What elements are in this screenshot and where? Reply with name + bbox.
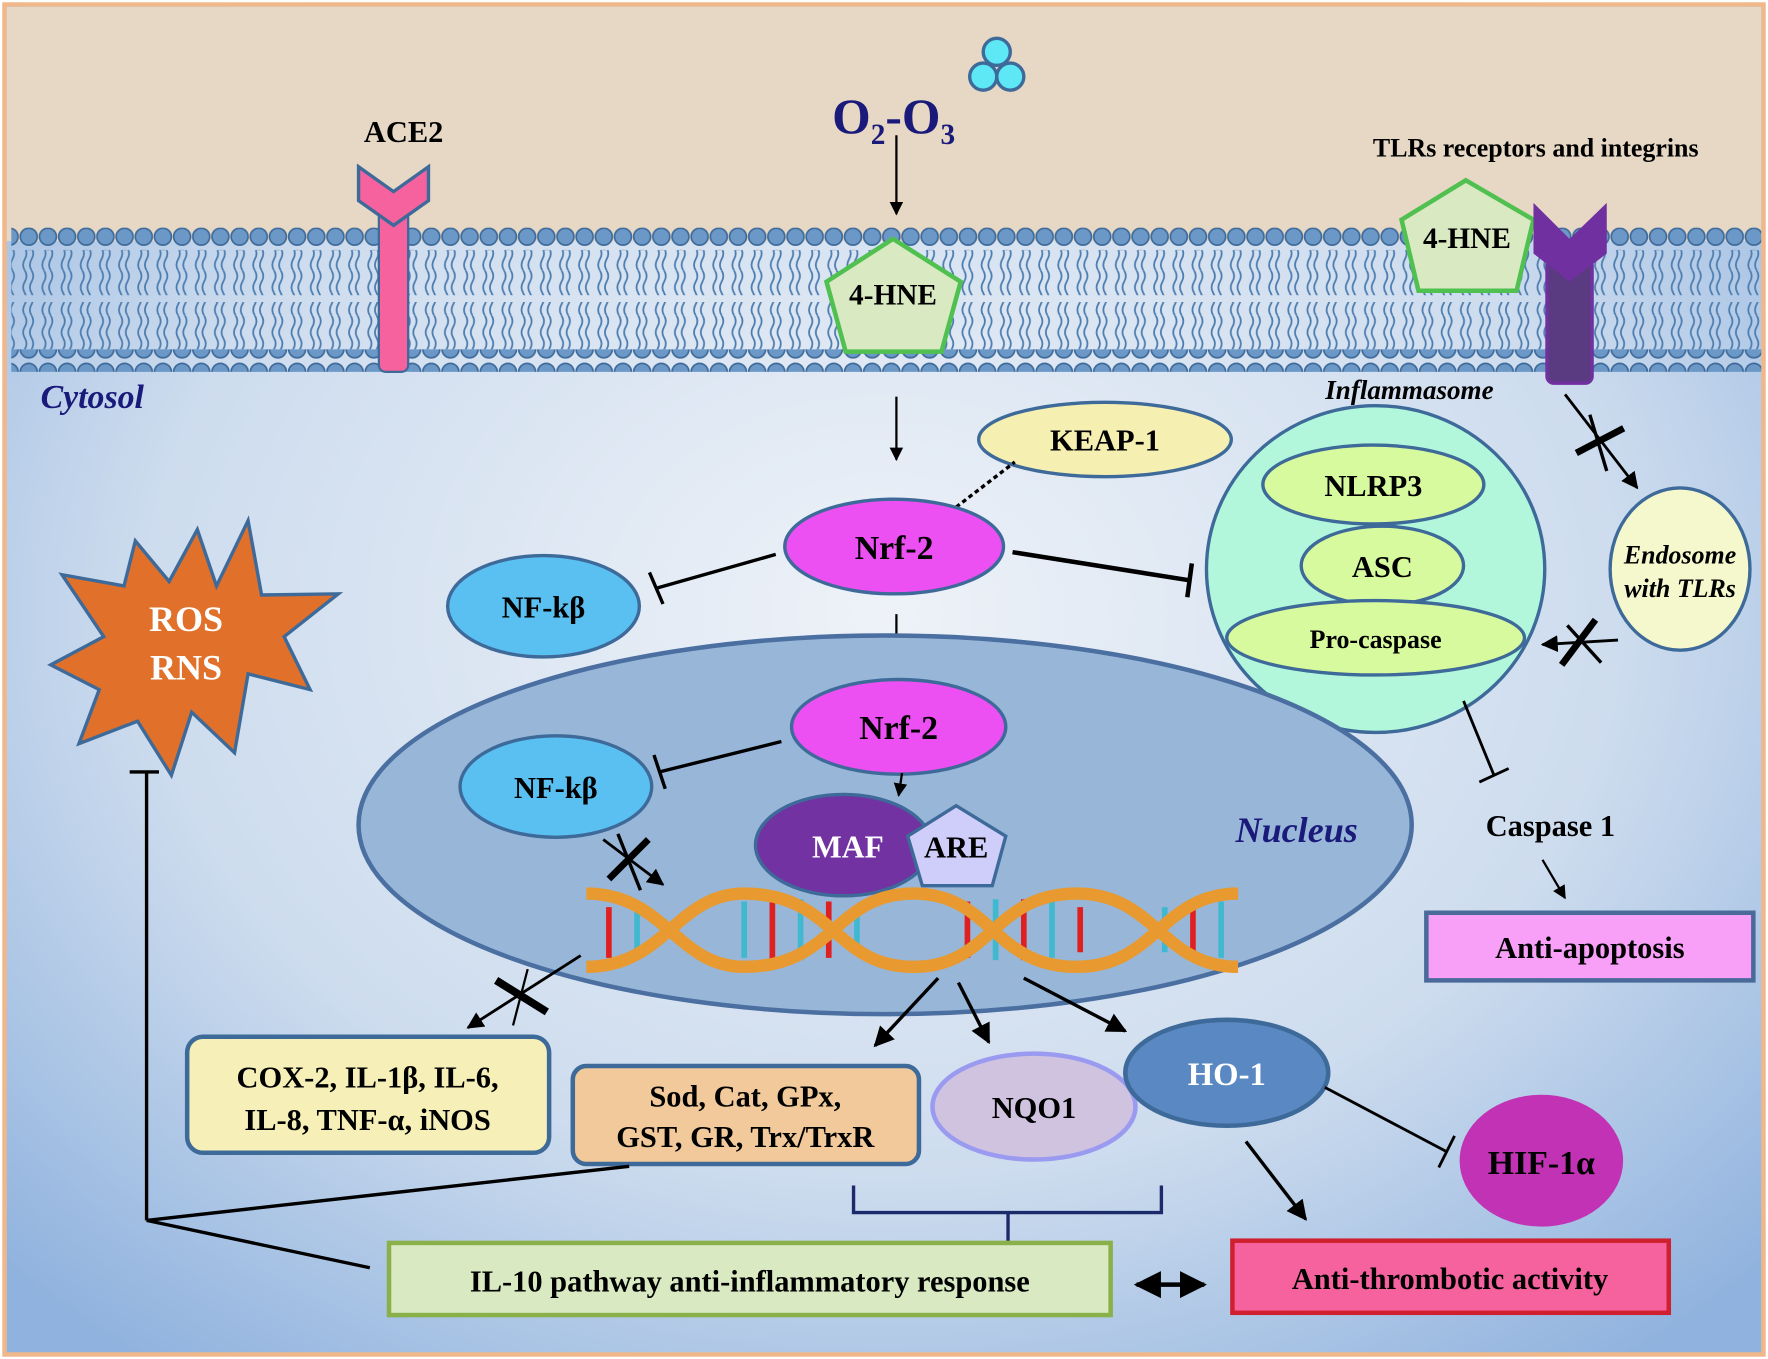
svg-text:ARE: ARE [924, 831, 988, 865]
asc-label: ASC [1352, 550, 1413, 584]
svg-text:GST, GR, Trx/TrxR: GST, GR, Trx/TrxR [616, 1120, 875, 1154]
blocked-arrow-nfkb-dna [602, 833, 665, 891]
inhibit-nrf2-inflammasome [1012, 549, 1195, 598]
bracket [851, 1185, 1164, 1243]
arrow-nrf2-to-maf [893, 772, 908, 797]
anti-thrombotic-box: Anti-thrombotic activity [1230, 1238, 1672, 1316]
arrow-ho1-to-antithrombotic [1244, 1140, 1308, 1221]
svg-text:IL-10 pathway anti-inflammator: IL-10 pathway anti-inflammatory response [470, 1264, 1030, 1298]
ros-rns-star: ROS RNS [47, 515, 344, 780]
arrow-caspase-to-antiapoptosis [1541, 859, 1567, 900]
inhibit-nrf2-nfkb-nucleus [652, 739, 782, 790]
svg-text:Anti-thrombotic activity: Anti-thrombotic activity [1292, 1262, 1608, 1296]
svg-text:Anti-apoptosis: Anti-apoptosis [1495, 931, 1685, 965]
svg-text:IL-8, TNF-α, iNOS: IL-8, TNF-α, iNOS [244, 1103, 490, 1137]
arrow-dna-to-antioxidants [873, 976, 940, 1048]
svg-text:NF-kβ: NF-kβ [514, 771, 598, 805]
inflammasome-complex: NLRP3 ASC Pro-caspase [1204, 403, 1547, 735]
antioxidant-enzymes-box: Sod, Cat, GPx, GST, GR, Trx/TrxR [570, 1063, 922, 1167]
procaspase-label: Pro-caspase [1310, 625, 1442, 654]
inhibit-to-ros [129, 770, 630, 1270]
blocked-arrow-endosome-inflammasome [1540, 617, 1619, 667]
hif1a-node: HIF-1α [1459, 1094, 1624, 1227]
svg-text:RNS: RNS [150, 648, 222, 688]
svg-text:HIF-1α: HIF-1α [1488, 1145, 1595, 1182]
ozone-label: O2-O3 [832, 89, 955, 151]
cytokines-box: COX-2, IL-1β, IL-6, IL-8, TNF-α, iNOS [184, 1034, 552, 1156]
tlr-label: TLRs receptors and integrins [1373, 134, 1699, 163]
nlrp3-label: NLRP3 [1324, 469, 1422, 503]
il10-response-box: IL-10 pathway anti-inflammatory response [386, 1240, 1113, 1318]
keap1-binding-line [955, 460, 1016, 509]
anti-apoptosis-box: Anti-apoptosis [1424, 910, 1756, 983]
inhibit-nrf2-nfkb [647, 552, 777, 605]
svg-text:MAF: MAF [812, 830, 884, 865]
svg-text:NQO1: NQO1 [992, 1091, 1077, 1125]
nfkb-cytosol-node: NF-kβ [445, 553, 642, 659]
svg-text:KEAP-1: KEAP-1 [1050, 424, 1160, 458]
dna-helix-icon [586, 887, 1239, 974]
svg-text:HO-1: HO-1 [1188, 1057, 1266, 1093]
ho1-node: HO-1 [1123, 1017, 1331, 1128]
ozone-molecule-icon [968, 36, 1026, 92]
svg-text:Nrf-2: Nrf-2 [859, 710, 938, 747]
endosome-node: Endosome with TLRs [1608, 486, 1752, 652]
svg-text:ROS: ROS [149, 599, 223, 639]
ace2-label: ACE2 [364, 115, 443, 149]
keap1-node: KEAP-1 [977, 400, 1233, 479]
nfkb-nucleus-node: NF-kβ [458, 734, 654, 839]
nqo1-node: NQO1 [930, 1051, 1138, 1162]
svg-text:4-HNE: 4-HNE [849, 279, 937, 311]
nrf2-cytosol-node: Nrf-2 [783, 497, 1006, 596]
arrow-dna-to-ho1 [1023, 976, 1128, 1033]
nrf2-nucleus-node: Nrf-2 [789, 677, 1008, 776]
svg-text:Sod, Cat, GPx,: Sod, Cat, GPx, [649, 1080, 841, 1114]
are-node: ARE [905, 803, 1008, 888]
inhibit-ho1-hif1a [1324, 1086, 1456, 1169]
4hne-membrane: 4-HNE [823, 236, 964, 354]
svg-text:4-HNE: 4-HNE [1423, 223, 1511, 255]
svg-text:NF-kβ: NF-kβ [502, 591, 586, 625]
svg-text:Endosome: Endosome [1623, 540, 1736, 569]
blocked-arrow-dna-cytokines [466, 954, 582, 1029]
arrow-dna-to-nqo1 [956, 981, 991, 1045]
4hne-tlr: 4-HNE [1398, 177, 1537, 293]
svg-text:COX-2, IL-1β, IL-6,: COX-2, IL-1β, IL-6, [237, 1060, 499, 1094]
nucleus-label: Nucleus [1235, 810, 1358, 850]
inhibit-inflammasome-caspase [1462, 700, 1510, 784]
svg-text:Nrf-2: Nrf-2 [855, 530, 934, 567]
ace2-receptor-icon [356, 163, 431, 373]
caspase1-label: Caspase 1 [1486, 809, 1615, 843]
blocked-arrow-tlr-endosome [1563, 393, 1639, 490]
maf-node: MAF [753, 792, 934, 898]
tlr-receptor-icon [1533, 202, 1607, 385]
inflammasome-label: Inflammasome [1324, 375, 1493, 405]
cytosol-label: Cytosol [41, 379, 145, 416]
svg-text:with TLRs: with TLRs [1624, 574, 1736, 603]
